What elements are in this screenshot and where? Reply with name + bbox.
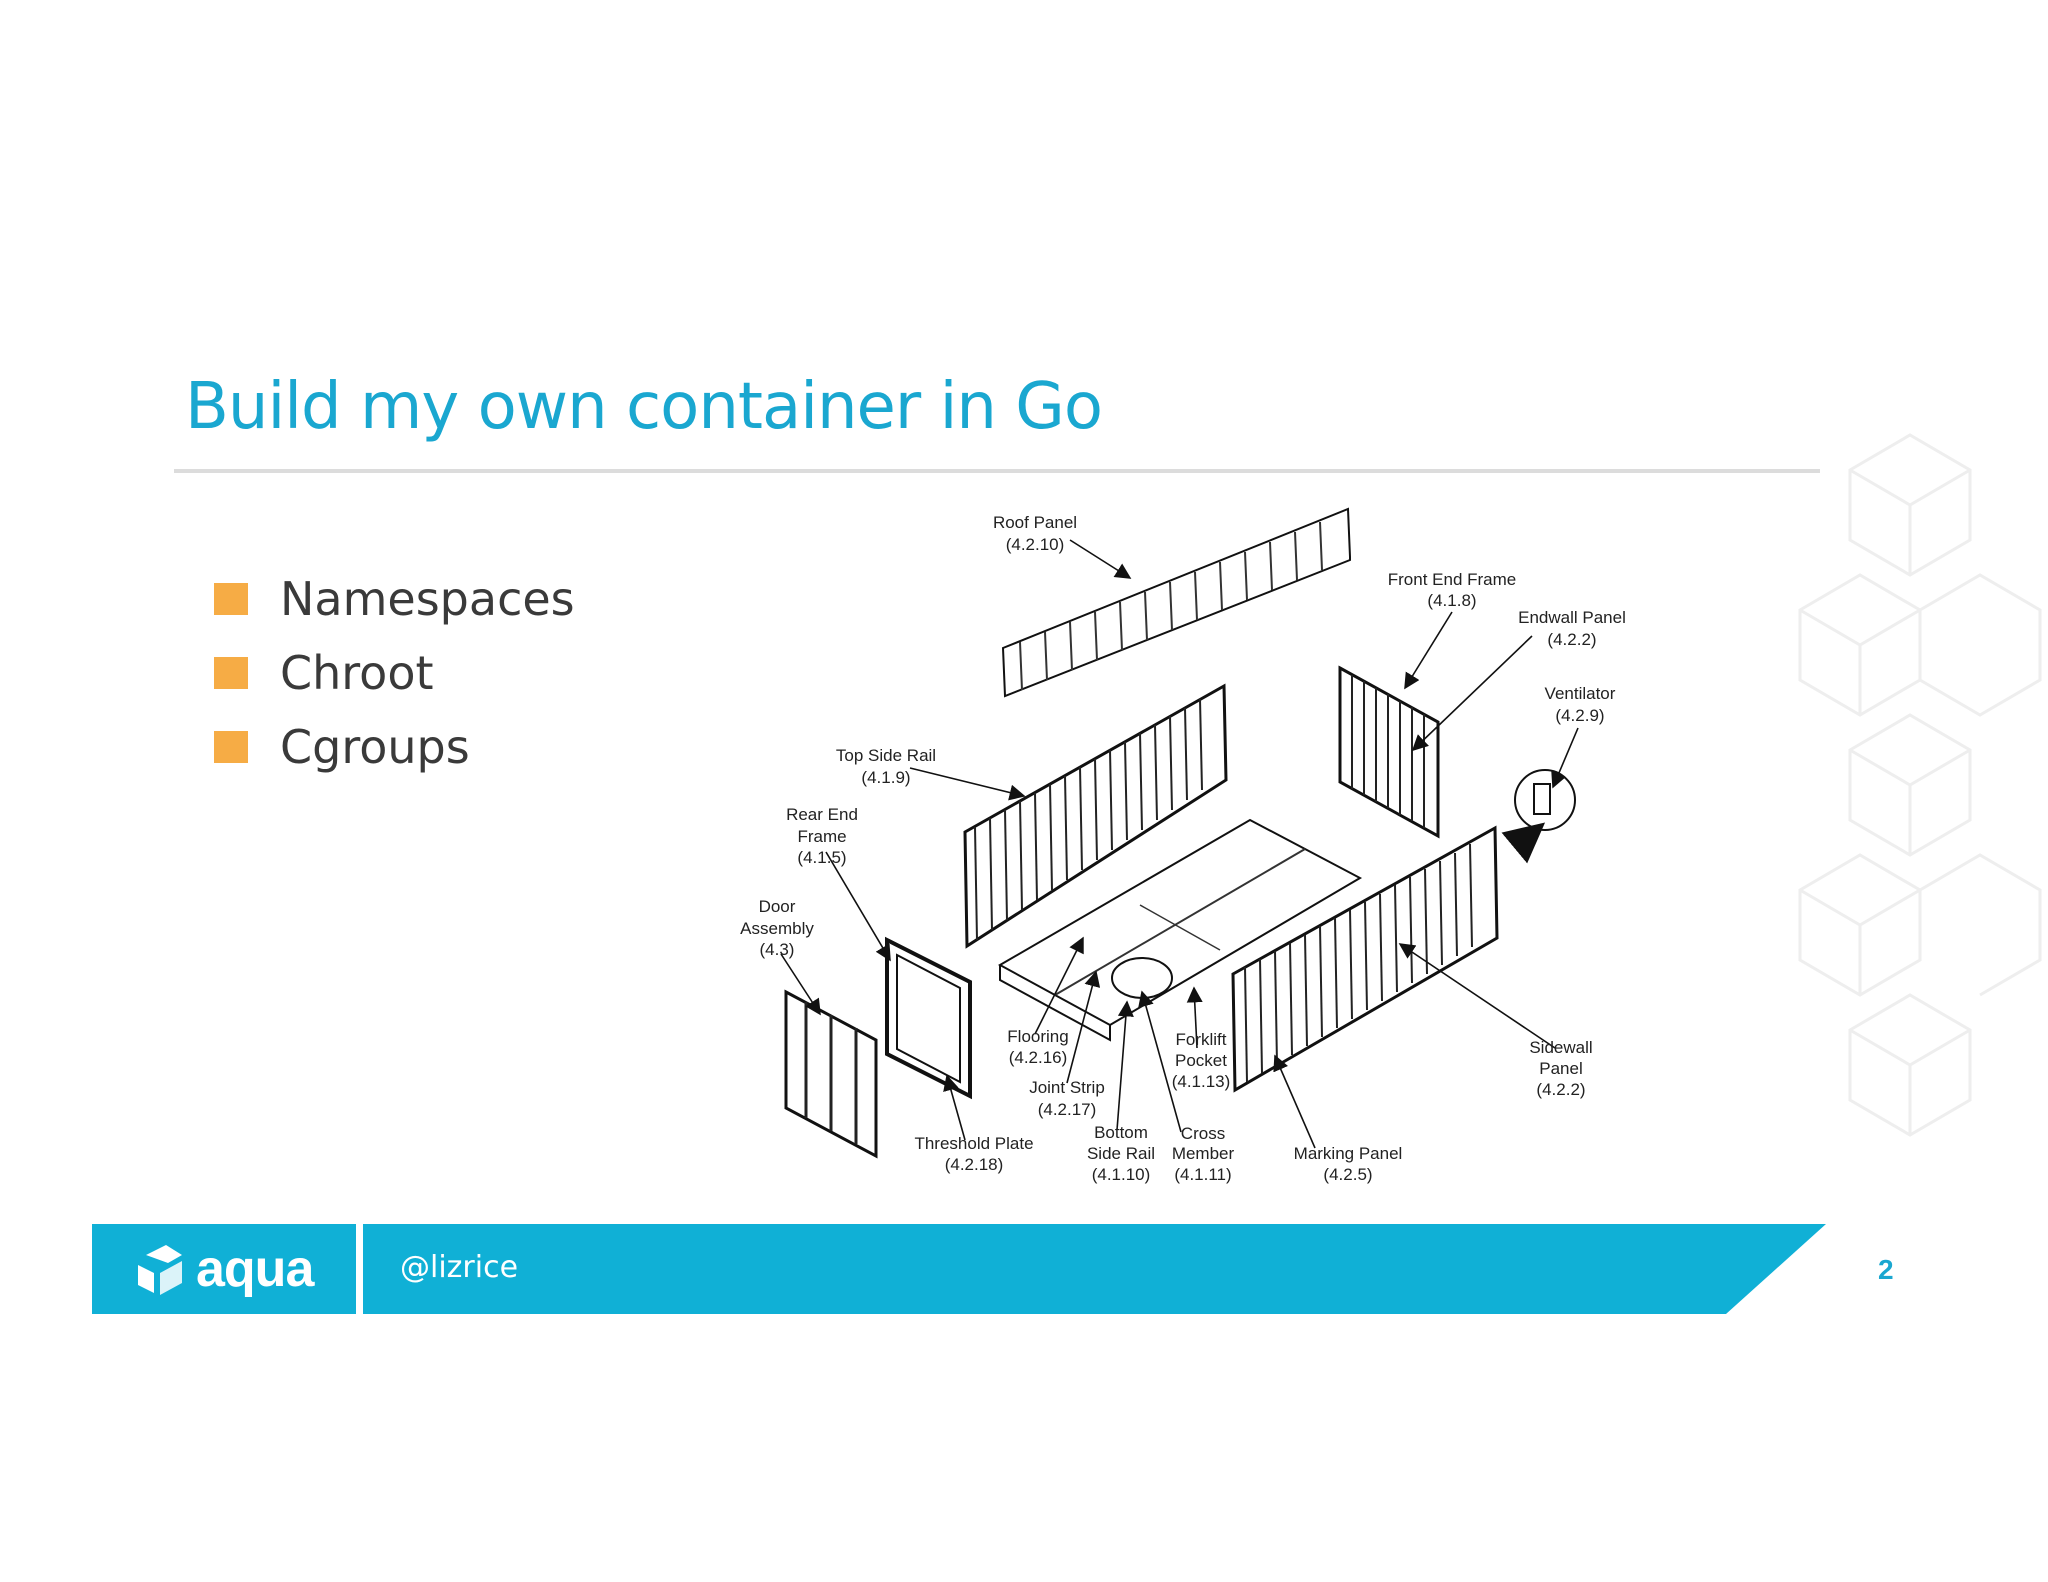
top-sidewall-shape: [963, 683, 1228, 949]
bullet-text: Chroot: [280, 646, 434, 700]
container-exploded-diagram: Roof Panel(4.2.10) Front End Frame(4.1.8…: [700, 500, 1680, 1190]
title-divider: [174, 469, 1820, 473]
label-threshold-plate: Threshold Plate(4.2.18): [914, 1134, 1033, 1174]
diagram-svg: Roof Panel(4.2.10) Front End Frame(4.1.8…: [740, 507, 1626, 1184]
sidewall-panel-shape: [1231, 825, 1499, 1093]
rear-end-frame-shape: [885, 936, 972, 1100]
label-top-side-rail: Top Side Rail(4.1.9): [836, 746, 936, 787]
label-endwall-panel: Endwall Panel(4.2.2): [1518, 608, 1626, 649]
aqua-logo-text: aqua: [196, 1240, 314, 1298]
bullet-list: Namespaces Chroot Cgroups: [214, 562, 575, 784]
page-number: 2: [1878, 1254, 1894, 1285]
slide-title: Build my own container in Go: [185, 370, 1103, 444]
footer-bar: [92, 1224, 1826, 1314]
label-roof-panel: Roof Panel(4.2.10): [993, 513, 1077, 554]
bullet-square-icon: [214, 731, 248, 763]
aqua-logo-icon: [138, 1245, 182, 1295]
ventilator-detail-shape: [1501, 769, 1576, 864]
footer-divider: [356, 1224, 363, 1314]
label-flooring: Flooring(4.2.16): [1007, 1027, 1068, 1067]
label-marking-panel: Marking Panel(4.2.5): [1294, 1144, 1403, 1184]
front-end-frame-shape: [1338, 665, 1440, 839]
twitter-handle: @lizrice: [400, 1250, 519, 1285]
background-cubes-pattern: [1780, 400, 2048, 1200]
label-ventilator: Ventilator(4.2.9): [1545, 684, 1616, 725]
label-front-end-frame: Front End Frame(4.1.8): [1388, 570, 1517, 610]
door-assembly-shape: [784, 989, 878, 1159]
bullet-item: Chroot: [214, 636, 575, 710]
roof-panel-shape: [1001, 507, 1351, 698]
label-joint-strip: Joint Strip(4.2.17): [1029, 1078, 1105, 1119]
aqua-logo: aqua: [92, 1224, 354, 1314]
bullet-item: Cgroups: [214, 710, 575, 784]
bullet-text: Namespaces: [280, 572, 575, 626]
bullet-text: Cgroups: [280, 720, 470, 774]
bullet-square-icon: [214, 657, 248, 689]
bullet-square-icon: [214, 583, 248, 615]
bullet-item: Namespaces: [214, 562, 575, 636]
